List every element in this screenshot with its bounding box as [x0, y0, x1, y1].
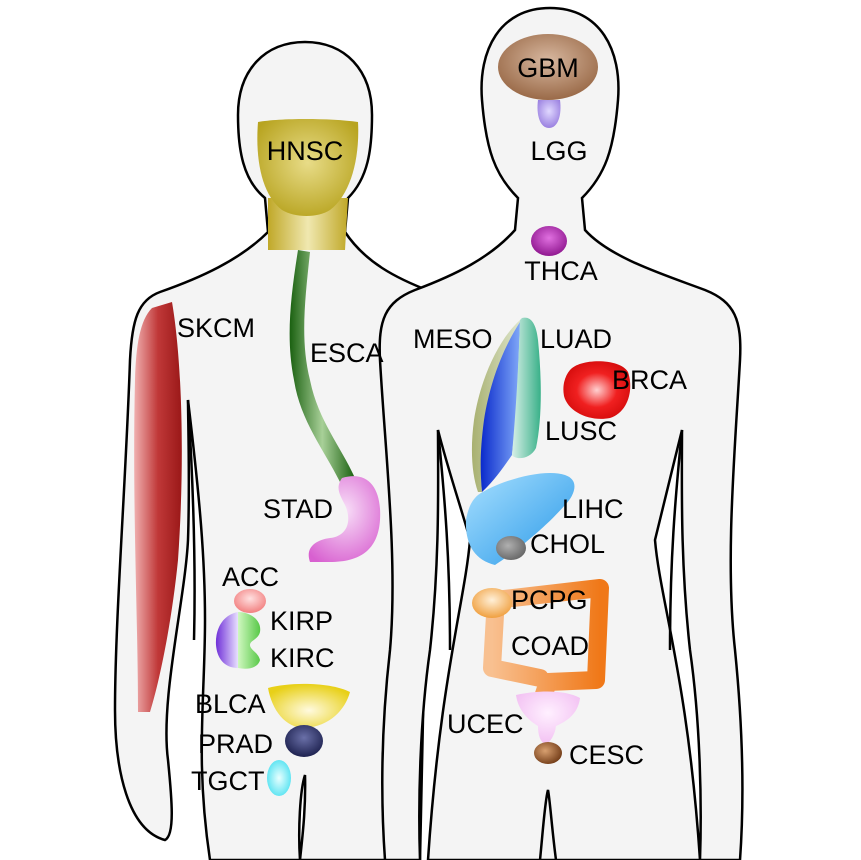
label-cesc: CESC [569, 740, 644, 770]
skcm-organ [134, 302, 182, 712]
label-kirp: KIRP [270, 606, 333, 636]
label-stad: STAD [263, 494, 333, 524]
lgg-organ [537, 100, 561, 128]
label-hnsc: HNSC [267, 136, 344, 166]
label-pcpg: PCPG [511, 585, 588, 615]
label-gbm: GBM [517, 53, 579, 83]
blca-organ [268, 683, 350, 728]
lihc-organ [465, 472, 575, 565]
label-chol: CHOL [530, 529, 605, 559]
esca-organ [289, 250, 355, 482]
brca-organ [563, 361, 631, 419]
chol-organ [496, 536, 526, 560]
label-meso: MESO [413, 324, 493, 354]
label-luad: LUAD [540, 324, 612, 354]
label-lihc: LIHC [562, 494, 624, 524]
coad-organ [483, 579, 609, 709]
prad-organ [285, 725, 323, 757]
gbm-organ [498, 34, 598, 100]
label-kirc: KIRC [270, 643, 335, 673]
acc-organ [234, 589, 266, 613]
kirp-organ [215, 612, 238, 668]
label-ucec: UCEC [447, 709, 524, 739]
label-brca: BRCA [612, 365, 687, 395]
luad-organ [512, 317, 541, 459]
label-coad: COAD [511, 631, 589, 661]
label-tgct: TGCT [191, 766, 265, 796]
label-acc: ACC [222, 562, 279, 592]
label-blca: BLCA [195, 689, 266, 719]
label-esca: ESCA [310, 338, 384, 368]
hnsc-face-organ [257, 119, 359, 216]
label-thca: THCA [524, 256, 598, 286]
label-lgg: LGG [530, 136, 587, 166]
tgct-organ [267, 760, 291, 796]
label-skcm: SKCM [177, 313, 255, 343]
kirc-organ [238, 612, 261, 669]
stad-organ [308, 476, 381, 562]
label-prad: PRAD [198, 729, 273, 759]
cesc-organ [534, 742, 562, 764]
thca-organ [531, 226, 567, 256]
female-body [378, 6, 744, 860]
label-lusc: LUSC [545, 416, 617, 446]
meso-organ [471, 320, 522, 492]
lusc-organ [480, 322, 520, 492]
ucec-organ [516, 691, 580, 745]
pcpg-organ [472, 588, 512, 618]
